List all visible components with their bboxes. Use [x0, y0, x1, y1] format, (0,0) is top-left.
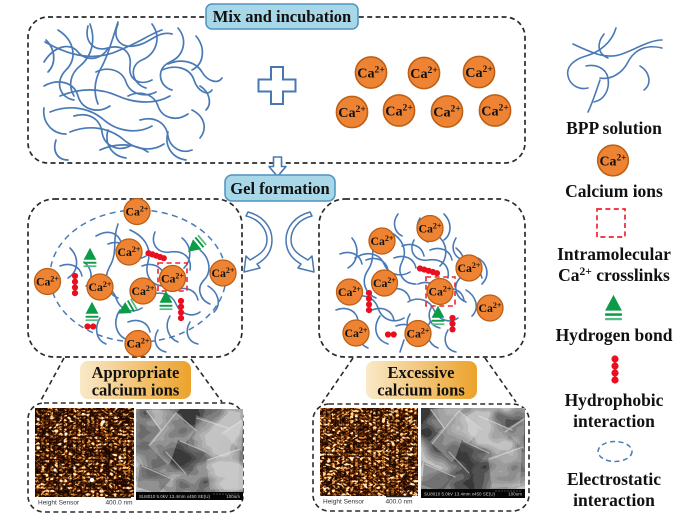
svg-text:100um: 100um	[508, 492, 522, 497]
svg-text:Gel formation: Gel formation	[230, 179, 329, 198]
svg-text:Excessive: Excessive	[388, 363, 455, 382]
svg-text:400.0 nm: 400.0 nm	[385, 499, 412, 506]
svg-text:SU8010 5.0kV 13.4mm x450 SE(U): SU8010 5.0kV 13.4mm x450 SE(U)	[139, 494, 211, 499]
svg-text:Intramolecular: Intramolecular	[557, 244, 671, 264]
svg-text:interaction: interaction	[573, 490, 655, 510]
svg-text:BPP solution: BPP solution	[566, 118, 662, 138]
svg-text:Height Sensor: Height Sensor	[38, 500, 80, 507]
svg-text:Electrostatic: Electrostatic	[567, 469, 661, 489]
svg-text:Mix and incubation: Mix and incubation	[213, 7, 351, 26]
svg-text:Calcium ions: Calcium ions	[565, 181, 663, 201]
svg-text:SU8010 5.0kV 13.4mm x450 SE(U): SU8010 5.0kV 13.4mm x450 SE(U)	[424, 492, 496, 497]
svg-text:calcium ions: calcium ions	[92, 381, 180, 400]
svg-text:Ca2+ crosslinks: Ca2+ crosslinks	[558, 265, 670, 285]
svg-text:Hydrophobic: Hydrophobic	[565, 390, 664, 410]
svg-text:100um: 100um	[226, 494, 240, 499]
svg-text:Height Sensor: Height Sensor	[323, 499, 365, 506]
svg-text:400.0 nm: 400.0 nm	[105, 500, 132, 507]
svg-text:Appropriate: Appropriate	[92, 363, 180, 382]
svg-text:Hydrogen bond: Hydrogen bond	[556, 325, 673, 345]
svg-text:calcium ions: calcium ions	[377, 381, 465, 400]
svg-text:interaction: interaction	[573, 411, 655, 431]
